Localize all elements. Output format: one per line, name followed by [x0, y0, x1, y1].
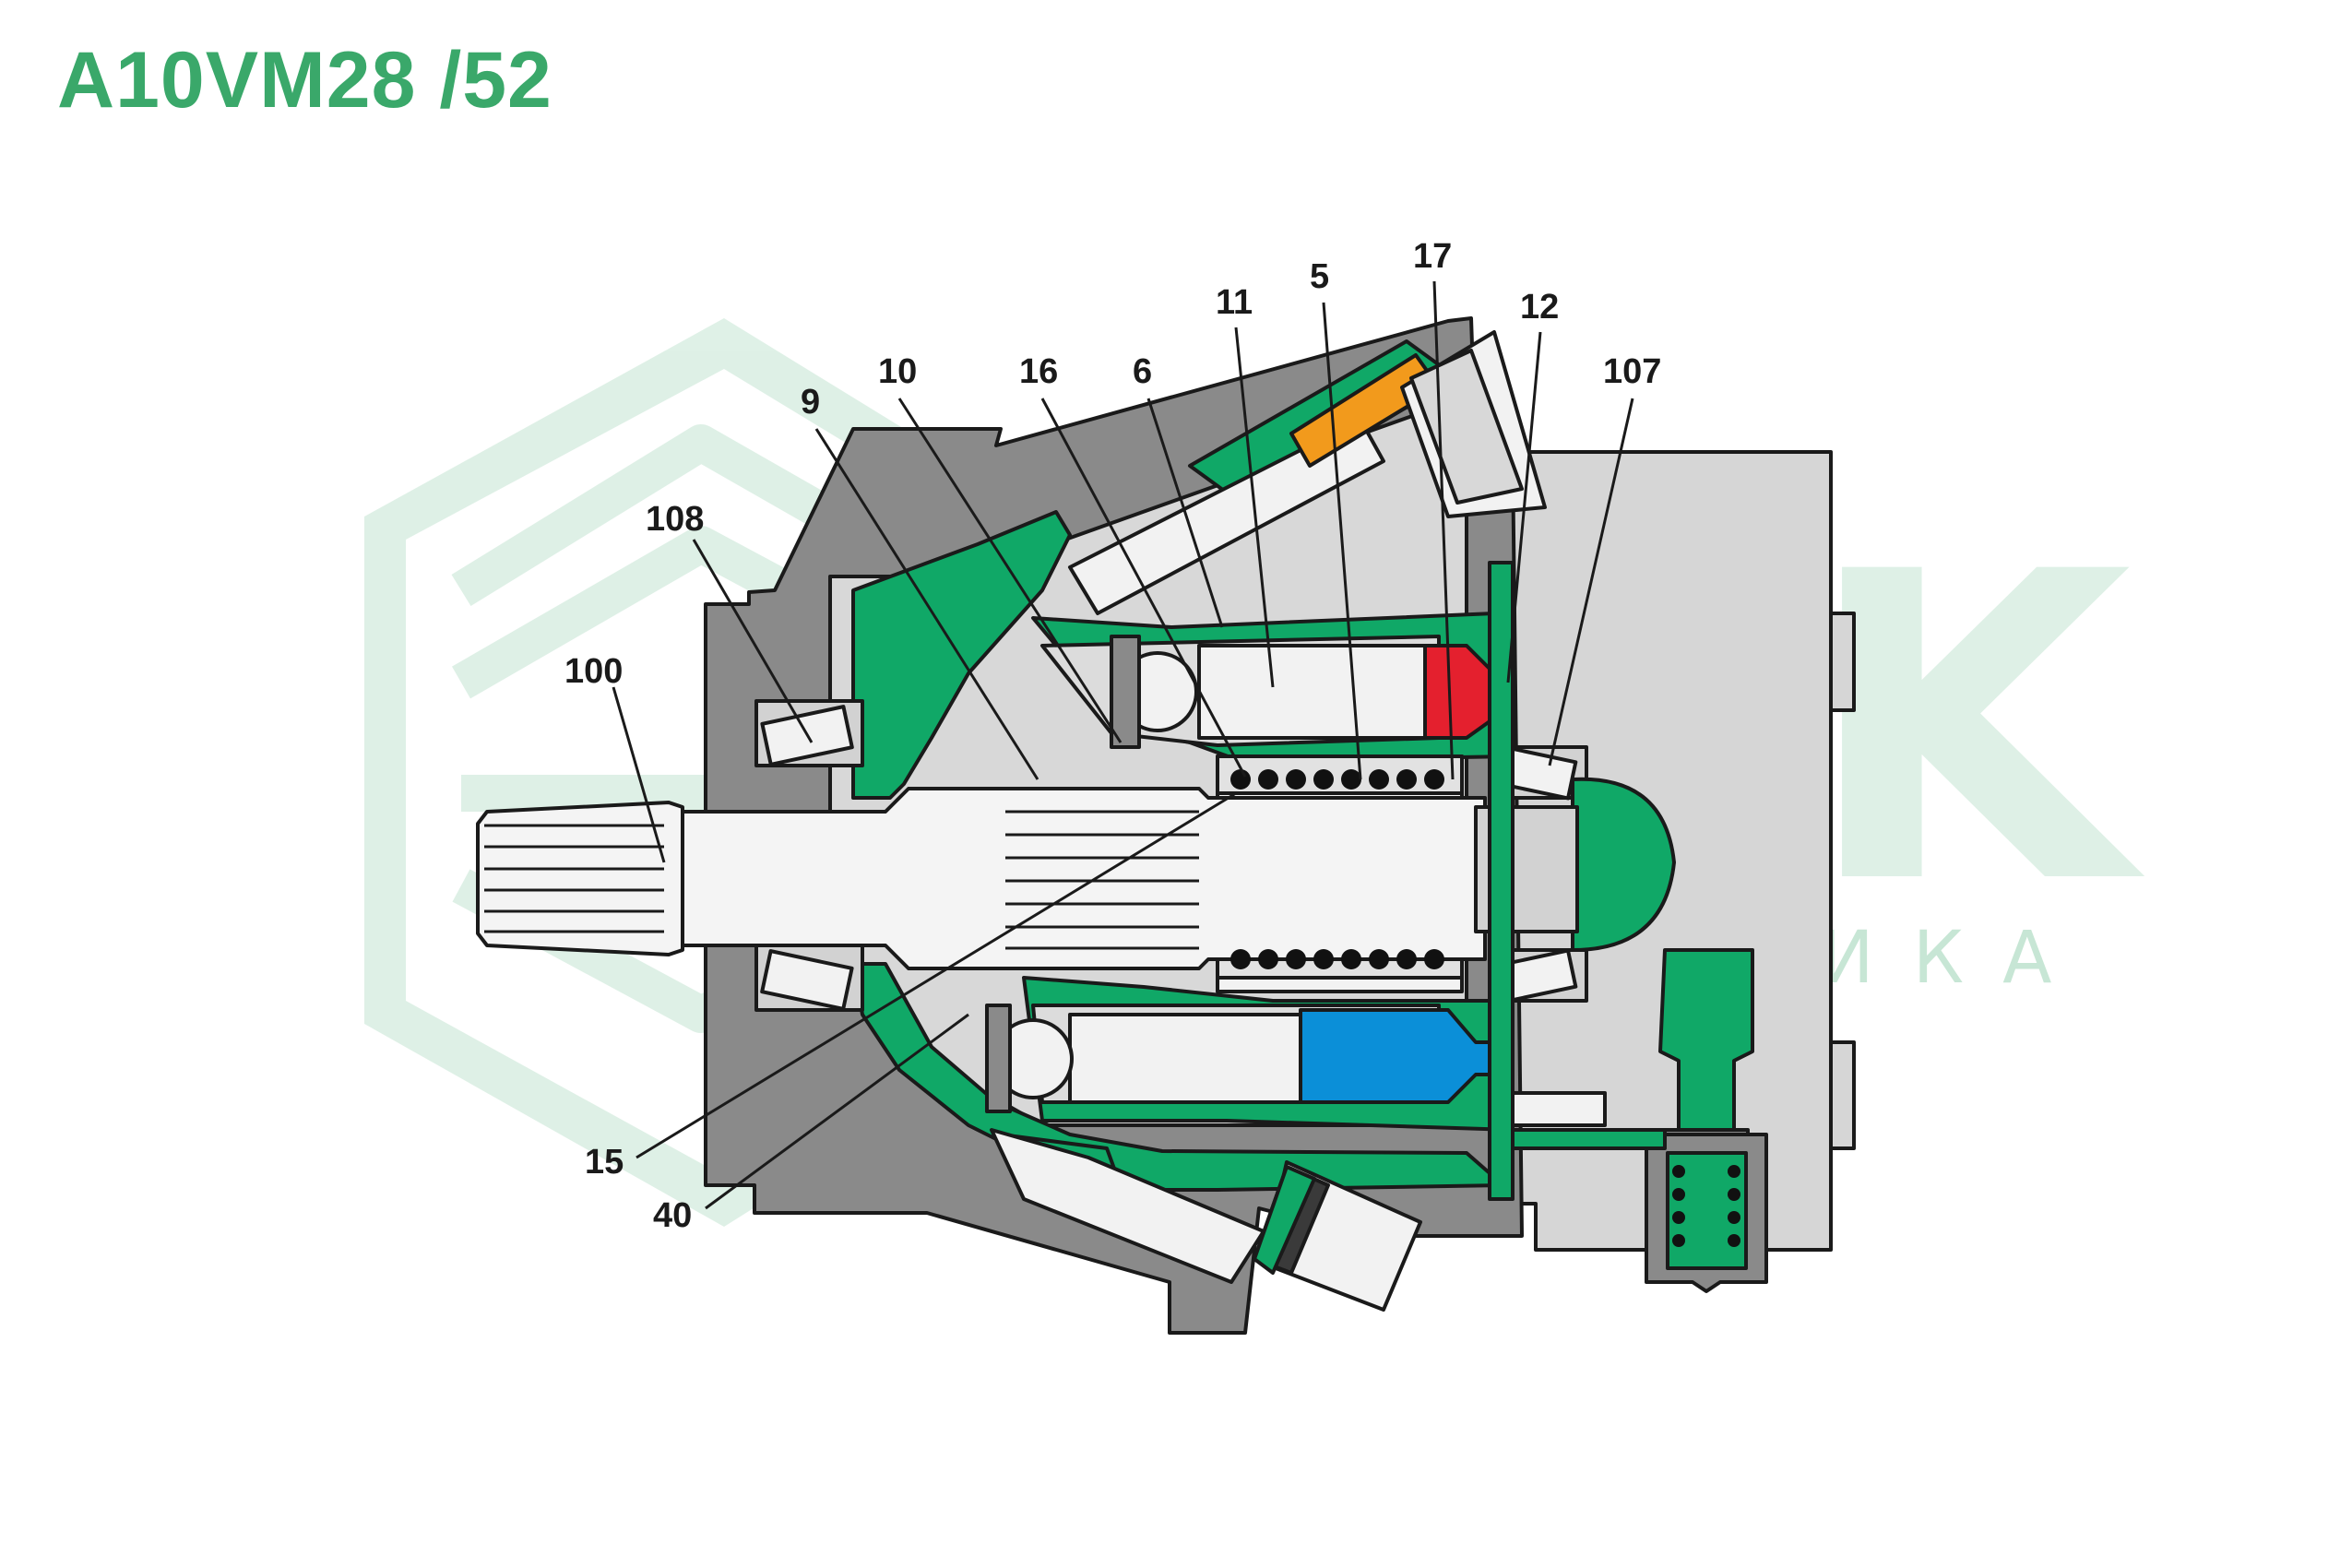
- callout-line-40: [705, 1013, 969, 1210]
- pressure-relief-valve: [1511, 948, 1768, 1293]
- pump-body: [476, 316, 1856, 1335]
- front-bearing-roller-bottom: [760, 949, 854, 1011]
- callout-label-15: 15: [585, 1143, 624, 1182]
- callout-line-107: [1548, 398, 1634, 766]
- upper-piston: [1197, 644, 1427, 740]
- callout-line-108: [692, 539, 814, 743]
- spring-coils: [1230, 769, 1444, 969]
- callout-label-40: 40: [653, 1196, 692, 1235]
- callout-label-9: 9: [801, 383, 820, 422]
- rear-plug: [1511, 1091, 1607, 1127]
- callout-line-10: [897, 398, 1123, 743]
- shaft-splines-left: [484, 824, 664, 933]
- callout-label-16: 16: [1019, 352, 1058, 391]
- diagram-title: A10VM28 /52: [57, 36, 552, 125]
- callout-label-6: 6: [1133, 352, 1152, 391]
- shaft-splines-middle: [1005, 810, 1199, 950]
- lower-piston: [1068, 1013, 1302, 1104]
- end-cover-tab-bottom: [1829, 1040, 1856, 1150]
- callout-line-5: [1322, 302, 1362, 780]
- callout-label-108: 108: [646, 500, 704, 539]
- callout-label-107: 107: [1603, 352, 1661, 391]
- lower-slipper: [985, 1004, 1012, 1113]
- callout-line-11: [1234, 327, 1275, 688]
- callout-line-6: [1146, 398, 1224, 628]
- drive-shaft: [681, 787, 1487, 970]
- swashplate-green: [851, 510, 1072, 800]
- callout-line-15: [636, 791, 1237, 1159]
- spring-top-band: [1216, 754, 1464, 795]
- callout-label-12: 12: [1520, 288, 1559, 327]
- callout-line-100: [612, 686, 666, 863]
- callout-label-100: 100: [564, 652, 623, 691]
- callout-label-10: 10: [878, 352, 917, 391]
- callout-line-12: [1506, 331, 1542, 683]
- callout-line-9: [814, 428, 1039, 780]
- upper-slipper: [1110, 635, 1141, 749]
- callout-line-17: [1432, 280, 1455, 780]
- control-piston-top: [1068, 330, 1547, 615]
- callout-label-17: 17: [1413, 237, 1452, 276]
- callout-label-11: 11: [1216, 283, 1253, 322]
- callout-leader-lines: [612, 280, 1634, 1210]
- rear-cap-green: [1571, 777, 1676, 952]
- end-cover-tab-top: [1829, 612, 1856, 712]
- shaft-spline-end: [476, 801, 684, 956]
- control-piston-bottom: [990, 1128, 1422, 1312]
- callout-line-16: [1040, 398, 1247, 778]
- callout-label-5: 5: [1310, 257, 1329, 296]
- callout-labels: 100 108 9 10 16 6 11 5 17 12 107 15 40: [564, 237, 1661, 1235]
